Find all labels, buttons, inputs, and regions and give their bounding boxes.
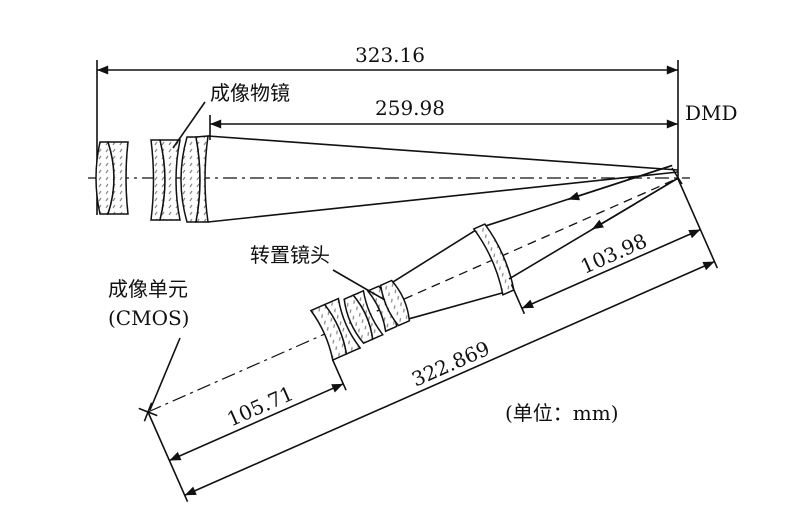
ray-arrow — [591, 177, 679, 230]
lens — [159, 139, 181, 221]
extension-line — [510, 284, 526, 315]
objective-section: 323.16 259.98 成像物镜 DMD — [88, 43, 738, 223]
lens — [106, 141, 129, 215]
extension-line — [147, 411, 189, 502]
unit-label: (单位：mm) — [505, 401, 619, 425]
lens — [180, 136, 201, 223]
objective-label: 成像物镜 — [210, 81, 290, 105]
dimension-relay-dmd-label: 103.98 — [577, 229, 651, 279]
imaging-unit-label: 成像单元 — [108, 277, 188, 301]
relay-lens-label: 转置镜头 — [250, 243, 330, 267]
ray-line — [207, 135, 679, 171]
dmd-label: DMD — [685, 101, 738, 125]
dimension-cmos-relay-label: 105.71 — [223, 381, 297, 431]
ray-arrow — [567, 164, 673, 201]
cmos-label: (CMOS) — [108, 306, 189, 330]
dimension-line-tilted-total — [184, 260, 715, 496]
ray-line — [408, 292, 503, 320]
dimension-tilted-total-label: 322.869 — [408, 336, 493, 391]
ray-line — [207, 171, 679, 223]
ray-line — [392, 230, 476, 284]
leader-line — [332, 269, 386, 301]
leader-line — [172, 101, 206, 149]
dmd-element — [671, 167, 683, 185]
extension-line — [677, 178, 719, 269]
leader-line — [149, 337, 181, 411]
dimension-total-label: 323.16 — [355, 43, 425, 67]
dimension-objective-label: 259.98 — [375, 96, 445, 120]
relay-large-lens — [472, 223, 515, 296]
